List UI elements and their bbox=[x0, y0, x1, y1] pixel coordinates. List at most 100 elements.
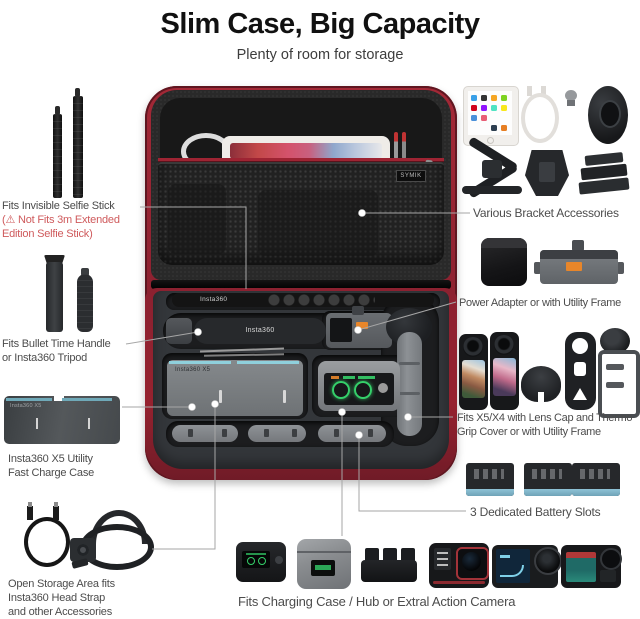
app-icon bbox=[501, 105, 507, 111]
framed-camera-lens-sphere bbox=[600, 328, 630, 354]
tray-handle-knob bbox=[166, 318, 192, 344]
utility-frame-button bbox=[566, 262, 582, 271]
x5-case-slit bbox=[36, 418, 38, 429]
callout-text: Fits Bullet Time Handle bbox=[2, 338, 111, 350]
callout-text: Fits X5/X4 with Lens Cap and Thermo bbox=[457, 412, 633, 424]
x5-case-teal-edge bbox=[62, 398, 112, 401]
callout-text: Grip Cover or with Utility Frame bbox=[457, 426, 601, 438]
battery-tab-mark bbox=[368, 429, 373, 437]
app-icon bbox=[481, 105, 487, 111]
callout-open-storage: Open Storage Area fits Insta360 Head Str… bbox=[8, 577, 115, 619]
charging-case-indicator bbox=[246, 553, 266, 555]
callout-cameras: Fits X5/X4 with Lens Cap and Thermo Grip… bbox=[457, 411, 632, 439]
app-icon bbox=[491, 95, 497, 101]
tray-adapter-button bbox=[356, 322, 368, 329]
utility-frame-bolt bbox=[572, 240, 584, 251]
selfie-stick-tip bbox=[55, 106, 60, 115]
tray-x5-slit bbox=[219, 390, 222, 403]
tripod-thumb bbox=[77, 274, 93, 332]
app-icon bbox=[501, 95, 507, 101]
utility-frame-wing bbox=[617, 262, 624, 274]
app-icon bbox=[491, 105, 497, 111]
chest-harness-plate bbox=[482, 160, 502, 178]
screw-mount-neck bbox=[567, 100, 575, 106]
action-camera-red-strip bbox=[433, 581, 485, 584]
battery-tab-mark bbox=[334, 429, 339, 437]
chest-harness-belt bbox=[462, 186, 522, 194]
callout-charge-case: Insta360 X5 Utility Fast Charge Case bbox=[8, 452, 94, 480]
utility-frame-strip bbox=[540, 250, 618, 259]
usb-cable-thumb bbox=[24, 517, 70, 567]
screen-graphic bbox=[500, 555, 510, 558]
tray-x5-teal-edge bbox=[237, 361, 299, 364]
stored-tablet-screen bbox=[230, 143, 382, 159]
hub-display-indicator bbox=[315, 565, 331, 570]
charging-case-button bbox=[275, 556, 283, 564]
camera-lens bbox=[463, 337, 483, 357]
white-cable-thumb bbox=[521, 93, 559, 143]
tablet-home-button bbox=[487, 137, 494, 144]
backpack-clip-thumb bbox=[578, 177, 630, 195]
tray-x5-label: Insta360 X5 bbox=[175, 367, 211, 373]
x5-case-slit bbox=[88, 418, 90, 429]
tray-adapter-screen bbox=[330, 318, 352, 342]
camera-screen bbox=[493, 358, 516, 396]
app-icon bbox=[501, 125, 507, 131]
app-icon bbox=[481, 95, 487, 101]
cable-plug bbox=[27, 506, 33, 520]
callout-warning-line2: Edition Selfie Stick) bbox=[2, 228, 93, 240]
battery-slot-tab bbox=[318, 425, 386, 442]
grip-cover-hole bbox=[574, 362, 586, 376]
action-camera-lens-glass bbox=[462, 552, 481, 571]
case-hinge bbox=[151, 280, 451, 289]
battery-tab-mark bbox=[188, 429, 193, 437]
bullet-time-handle-bracket bbox=[44, 255, 65, 264]
tray-x5-slit bbox=[283, 390, 286, 403]
mount-bracket-plate bbox=[539, 162, 555, 182]
action-camera-lens bbox=[534, 547, 562, 575]
tray-selfie-stick-grip bbox=[267, 293, 375, 307]
screw-mount-thumb bbox=[562, 106, 580, 140]
battery-blue-strip bbox=[572, 489, 620, 496]
callout-power-adapter: Power Adapter or with Utility Frame bbox=[459, 297, 621, 309]
battery-gauge-icon bbox=[354, 381, 372, 399]
bullet-time-handle-thumb bbox=[46, 262, 63, 332]
tray-charging-indicator-text bbox=[331, 376, 375, 379]
x5-case-notch bbox=[54, 396, 64, 401]
tray-x5-teal-edge bbox=[169, 361, 231, 364]
utility-frame-with-camera-thumb bbox=[598, 350, 640, 418]
invisible-selfie-stick-thumb bbox=[53, 114, 62, 198]
callout-selfie-stick: Fits Invisible Selfie Stick (⚠ Not Fits … bbox=[2, 199, 120, 241]
brand-tag: SYMIK bbox=[396, 170, 426, 182]
tray-camera-detail bbox=[399, 392, 420, 395]
battery-tab-mark bbox=[222, 429, 227, 437]
app-icon bbox=[471, 105, 477, 111]
tray-camera-detail bbox=[399, 362, 420, 365]
callout-warning-line1: (⚠ Not Fits 3m Extended bbox=[2, 214, 120, 226]
battery-tab-mark bbox=[292, 429, 297, 437]
app-icon bbox=[481, 115, 487, 121]
head-strap-lens bbox=[77, 544, 89, 556]
remote-button bbox=[599, 100, 621, 128]
callout-text: Insta360 X5 Utility bbox=[8, 453, 93, 465]
cable-plug-tip bbox=[54, 502, 58, 507]
page-title: Slim Case, Big Capacity bbox=[160, 8, 480, 40]
battery-slot-tab bbox=[172, 425, 238, 442]
battery-tab-mark bbox=[264, 429, 269, 437]
callout-brackets: Various Bracket Accessories bbox=[473, 206, 619, 220]
grip-cover-hole bbox=[572, 338, 588, 354]
lens-cap-slot bbox=[538, 392, 544, 402]
battery-gauge-icon bbox=[247, 557, 255, 565]
callout-batteries: 3 Dedicated Battery Slots bbox=[470, 505, 601, 519]
charging-dock-thumb bbox=[361, 560, 417, 582]
action-camera-screen bbox=[434, 548, 451, 570]
frame-bar bbox=[606, 382, 624, 388]
hub-lid-line bbox=[297, 551, 351, 553]
x5-fast-charge-case-thumb bbox=[4, 396, 120, 444]
callout-text: Fast Charge Case bbox=[8, 467, 95, 479]
selfie-stick-tip bbox=[75, 88, 80, 97]
white-cable-plug bbox=[527, 86, 532, 96]
stored-pen bbox=[402, 132, 406, 159]
callout-text: Insta360 Head Strap bbox=[8, 592, 106, 604]
